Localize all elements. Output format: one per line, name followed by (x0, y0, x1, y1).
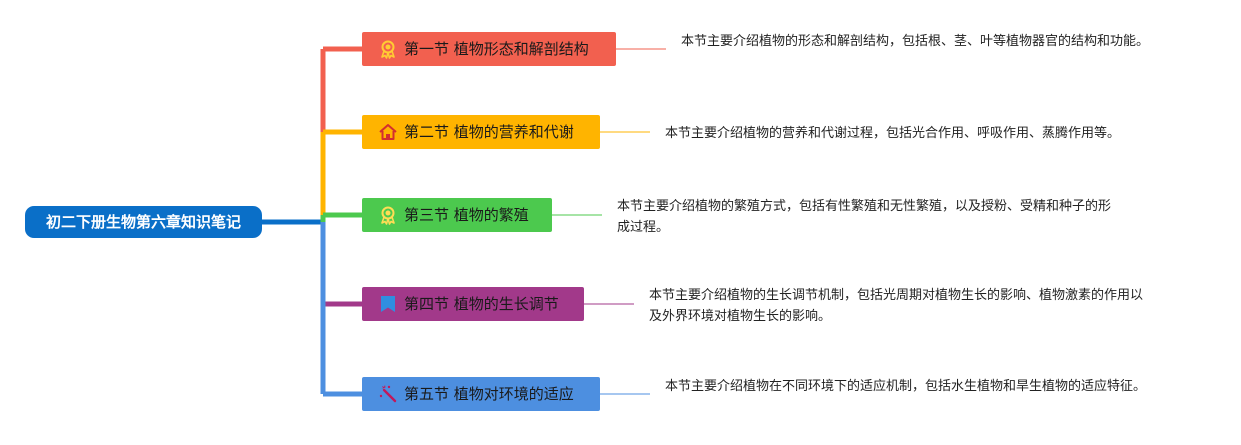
section-description-1: 本节主要介绍植物的形态和解剖结构，包括根、茎、叶等植物器官的结构和功能。 (681, 34, 1150, 49)
section-node-2[interactable]: 第二节 植物的营养和代谢 (362, 115, 600, 149)
root-node[interactable]: 初二下册生物第六章知识笔记 (25, 206, 262, 238)
section-node-1[interactable]: 第一节 植物形态和解剖结构 (362, 32, 616, 66)
section-description-5: 本节主要介绍植物在不同环境下的适应机制，包括水生植物和旱生植物的适应特征。 (665, 379, 1147, 394)
section-node-5[interactable]: 第五节 植物对环境的适应 (362, 377, 600, 411)
section-description-2: 本节主要介绍植物的营养和代谢过程，包括光合作用、呼吸作用、蒸腾作用等。 (665, 126, 1121, 141)
section-title-2: 第二节 植物的营养和代谢 (404, 123, 574, 141)
flag-icon (381, 296, 395, 312)
section-title-3: 第三节 植物的繁殖 (404, 206, 529, 224)
award-ribbon-icon (381, 40, 395, 59)
section-description-4: 本节主要介绍植物的生长调节机制，包括光周期对植物生长的影响、植物激素的作用以及外… (649, 288, 1144, 324)
section-description-3: 本节主要介绍植物的繁殖方式，包括有性繁殖和无性繁殖，以及授粉、受精和种子的形成过… (617, 199, 1112, 235)
section-title-4: 第四节 植物的生长调节 (404, 295, 559, 313)
section-title-1: 第一节 植物形态和解剖结构 (404, 40, 589, 58)
magic-wand-icon (379, 385, 397, 403)
section-title-5: 第五节 植物对环境的适应 (404, 385, 574, 403)
section-node-4[interactable]: 第四节 植物的生长调节 (362, 287, 584, 321)
house-icon (379, 124, 397, 140)
award-ribbon-icon (381, 206, 395, 225)
section-node-3[interactable]: 第三节 植物的繁殖 (362, 198, 552, 232)
